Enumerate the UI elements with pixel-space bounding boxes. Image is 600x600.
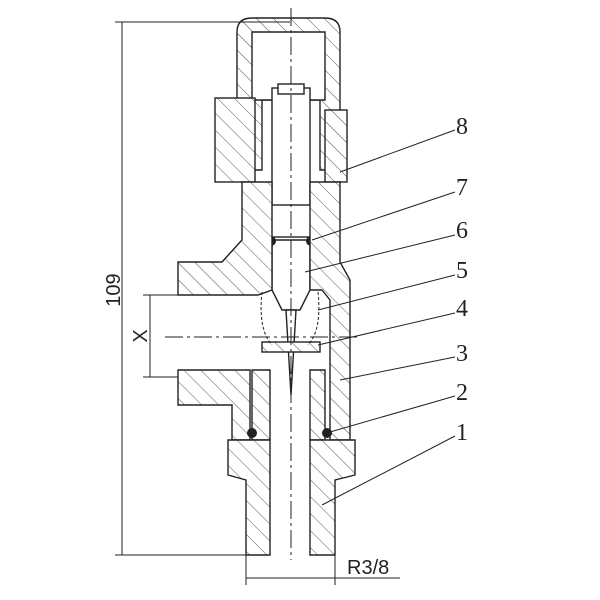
callout-5: 5 <box>456 258 468 284</box>
dimension-x-label: X <box>130 329 152 342</box>
callout-1: 1 <box>456 420 468 446</box>
callout-2: 2 <box>456 380 468 406</box>
dimension-thread: R3/8 <box>245 555 400 585</box>
callout-4: 4 <box>456 296 468 322</box>
dimension-109: 109 <box>103 21 290 556</box>
dimension-109-label: 109 <box>103 273 125 306</box>
dimension-thread-label: R3/8 <box>347 557 389 579</box>
callout-3: 3 <box>456 341 468 367</box>
valve-body <box>177 181 356 556</box>
callout-6: 6 <box>456 218 468 244</box>
callout-7: 7 <box>456 175 468 201</box>
callouts: 1 2 3 4 5 6 7 8 <box>304 114 468 506</box>
callout-8: 8 <box>456 114 468 140</box>
dimension-x: X <box>130 294 178 378</box>
